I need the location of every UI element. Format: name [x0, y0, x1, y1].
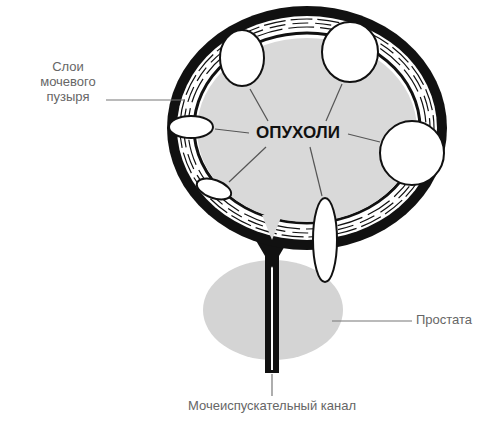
leader-line	[271, 374, 272, 396]
part-label: Мочеиспускательный канал	[142, 399, 402, 414]
leader-line	[326, 84, 342, 121]
urethra-lumen	[271, 252, 273, 370]
tumor	[322, 22, 378, 82]
tumor	[313, 198, 337, 282]
tumor	[380, 121, 444, 185]
tumor	[220, 30, 264, 86]
leader-line	[332, 320, 412, 321]
leader-line	[348, 134, 380, 142]
bladder-cavity-neck	[262, 215, 282, 240]
muscle-fibers	[188, 27, 426, 229]
leader-line	[310, 147, 322, 196]
part-label: Простата	[416, 313, 488, 328]
tumor	[169, 116, 213, 138]
leader-line	[229, 147, 266, 182]
leader-line	[250, 89, 268, 121]
leader-line	[106, 99, 185, 100]
tumor-label: ОПУХОЛИ	[248, 123, 348, 143]
part-label: Слои мочевого пузыря	[32, 60, 104, 105]
tumor	[194, 174, 234, 203]
bladder-outer-wall	[167, 6, 447, 250]
leader-line	[215, 129, 249, 133]
